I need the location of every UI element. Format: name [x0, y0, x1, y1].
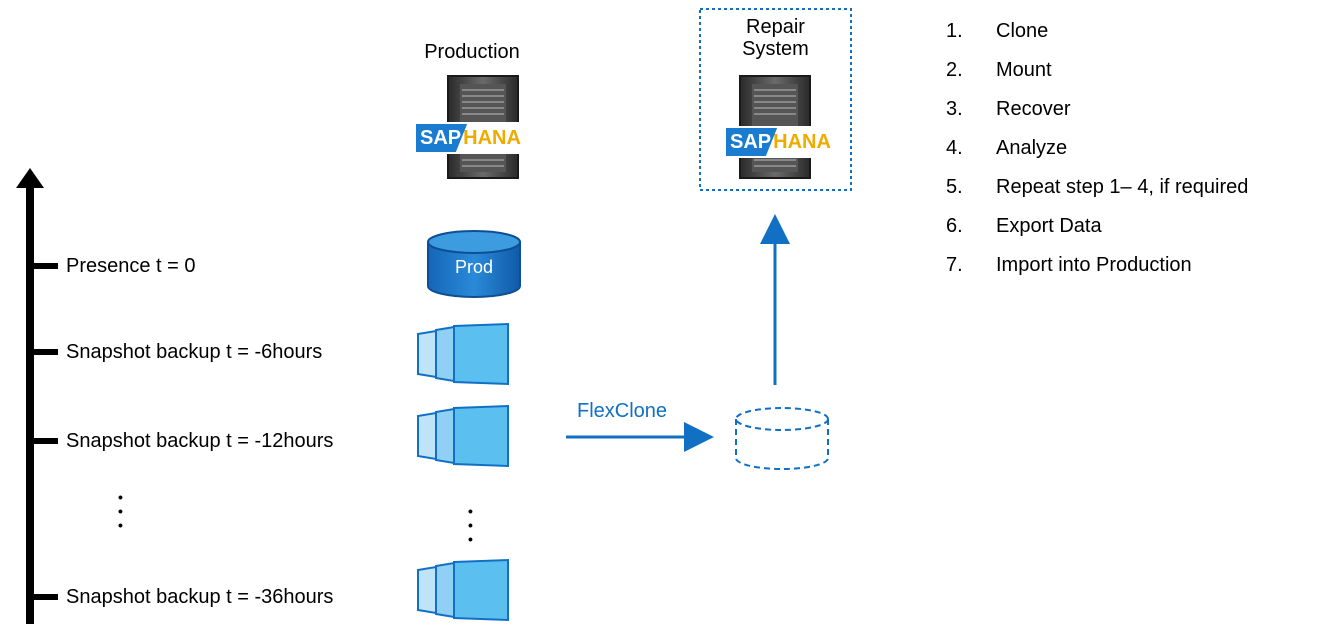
snapshot-stack-icon	[417, 558, 509, 622]
step-number: 5.	[946, 176, 963, 198]
step-label: Export Data	[996, 215, 1102, 237]
timeline-ellipsis: •••	[118, 489, 123, 533]
steps-list: 1. Clone 2. Mount 3. Recover 4. Analyze …	[946, 20, 1316, 290]
step-number: 1.	[946, 20, 963, 42]
prod-database-icon	[427, 230, 521, 298]
repair-label-line2: System	[742, 38, 809, 60]
step-number: 4.	[946, 137, 963, 159]
step-item: 3. Recover	[946, 98, 1316, 122]
clone-database-icon	[735, 407, 829, 470]
repair-system-box	[699, 8, 852, 191]
flexclone-label: FlexClone	[577, 400, 668, 422]
axis-arrow-head	[16, 168, 44, 188]
timeline-label-36h: Snapshot backup t = -36hours	[66, 586, 334, 608]
step-label: Import into Production	[996, 254, 1192, 276]
step-label: Recover	[996, 98, 1071, 120]
step-item: 2. Mount	[946, 59, 1316, 83]
step-label: Mount	[996, 59, 1052, 81]
repair-server-icon	[718, 75, 834, 179]
step-number: 3.	[946, 98, 963, 120]
step-item: 6. Export Data	[946, 215, 1316, 239]
step-label: Clone	[996, 20, 1049, 42]
step-item: 4. Analyze	[946, 137, 1316, 161]
step-number: 7.	[946, 254, 963, 276]
timeline-label-12h: Snapshot backup t = -12hours	[66, 430, 334, 452]
snapshot-stack-icon	[417, 404, 509, 468]
step-label: Repeat step 1– 4, if required	[996, 176, 1249, 198]
prod-database-label: Prod	[454, 257, 494, 277]
hana-logo-text: HANA	[463, 127, 521, 149]
step-item: 7. Import into Production	[946, 254, 1316, 278]
hana-logo-text: HANA	[773, 131, 831, 153]
time-axis	[16, 168, 58, 624]
snapshot-ellipsis: •••	[468, 503, 473, 547]
production-label: Production	[424, 41, 520, 63]
sap-logo-text: SAP	[726, 128, 778, 156]
step-label: Analyze	[996, 137, 1068, 159]
timeline-label-presence: Presence t = 0	[66, 255, 196, 277]
repair-label-line1: Repair	[746, 16, 805, 38]
step-number: 2.	[946, 59, 963, 81]
step-item: 5. Repeat step 1– 4, if required	[946, 176, 1316, 200]
production-server-icon	[412, 75, 536, 179]
snapshot-stack-icon	[417, 322, 509, 386]
step-item: 1. Clone	[946, 20, 1316, 44]
timeline-label-6h: Snapshot backup t = -6hours	[66, 341, 323, 363]
step-number: 6.	[946, 215, 963, 237]
sap-logo-text: SAP	[416, 124, 468, 152]
